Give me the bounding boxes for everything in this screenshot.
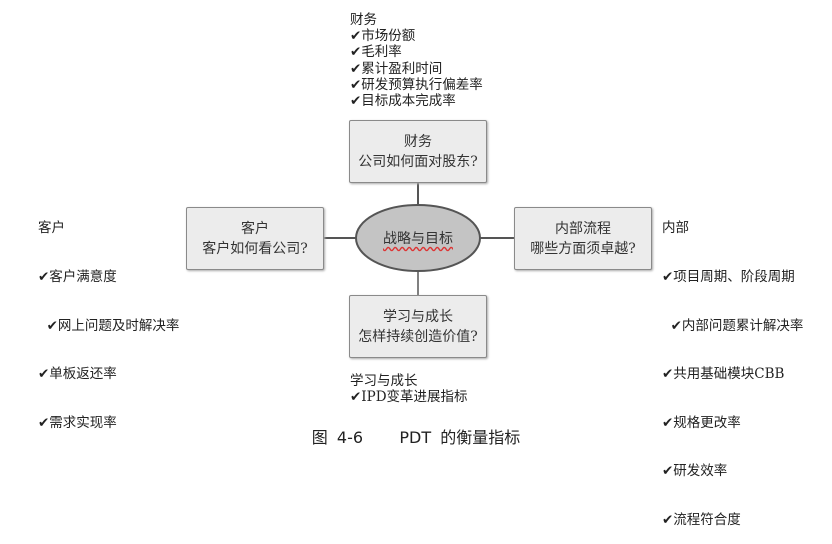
metric-item: ✔单板返还率: [38, 366, 117, 383]
metric-item: ✔网上问题及时解决率: [38, 317, 180, 334]
learning-box-question: 怎样持续创造价值?: [358, 328, 478, 345]
finance-box: 财务 公司如何面对股东?: [349, 120, 487, 183]
finance-box-title: 财务: [404, 133, 432, 150]
customer-box-question: 客户如何看公司?: [202, 240, 308, 257]
customer-box: 客户 客户如何看公司?: [186, 207, 324, 270]
learning-title: 学习与成长: [350, 373, 418, 389]
learning-box-title: 学习与成长: [383, 308, 453, 325]
internal-metrics: 内部 ✔项目周期、阶段周期 ✔内部问题累计解决率 ✔共用基础模块CBB ✔规格更…: [662, 188, 803, 544]
metric-item: ✔毛利率: [350, 44, 402, 61]
learning-metrics: 学习与成长 ✔IPD变革进展指标: [350, 373, 468, 405]
internal-box-title: 内部流程: [555, 220, 611, 237]
customer-title: 客户: [38, 220, 65, 237]
metric-item: ✔客户满意度: [38, 269, 117, 286]
internal-box-question: 哪些方面须卓越?: [530, 240, 636, 257]
figure-caption: 图 4-6 PDT 的衡量指标: [311, 428, 521, 447]
internal-box: 内部流程 哪些方面须卓越?: [514, 207, 652, 270]
internal-title: 内部: [662, 220, 689, 237]
strategy-ellipse: [355, 204, 481, 272]
customer-metrics: 客户 ✔客户满意度 ✔网上问题及时解决率 ✔单板返还率 ✔需求实现率: [38, 188, 179, 447]
metric-item: ✔需求实现率: [38, 414, 117, 431]
metric-item: ✔累计盈利时间: [350, 60, 443, 77]
learning-box: 学习与成长 怎样持续创造价值?: [349, 295, 487, 358]
finance-box-question: 公司如何面对股东?: [358, 153, 478, 170]
finance-metrics: 财务 ✔市场份额 ✔毛利率 ✔累计盈利时间 ✔研发预算执行偏差率 ✔目标成本完成…: [350, 12, 483, 109]
metric-item: ✔研发效率: [662, 463, 728, 480]
metric-item: ✔内部问题累计解决率: [662, 317, 804, 334]
metric-item: ✔研发预算执行偏差率: [350, 76, 483, 93]
metric-item: ✔IPD变革进展指标: [350, 389, 468, 406]
metric-item: ✔目标成本完成率: [350, 93, 456, 110]
metric-item: ✔规格更改率: [662, 414, 741, 431]
customer-box-title: 客户: [241, 220, 269, 237]
strategy-label: 战略与目标: [383, 231, 453, 247]
metric-item: ✔市场份额: [350, 28, 416, 45]
connector-lines: [324, 183, 514, 295]
metric-item: ✔共用基础模块CBB: [662, 366, 785, 383]
finance-title: 财务: [350, 12, 377, 28]
metric-item: ✔流程符合度: [662, 512, 741, 529]
metric-item: ✔项目周期、阶段周期: [662, 269, 795, 286]
